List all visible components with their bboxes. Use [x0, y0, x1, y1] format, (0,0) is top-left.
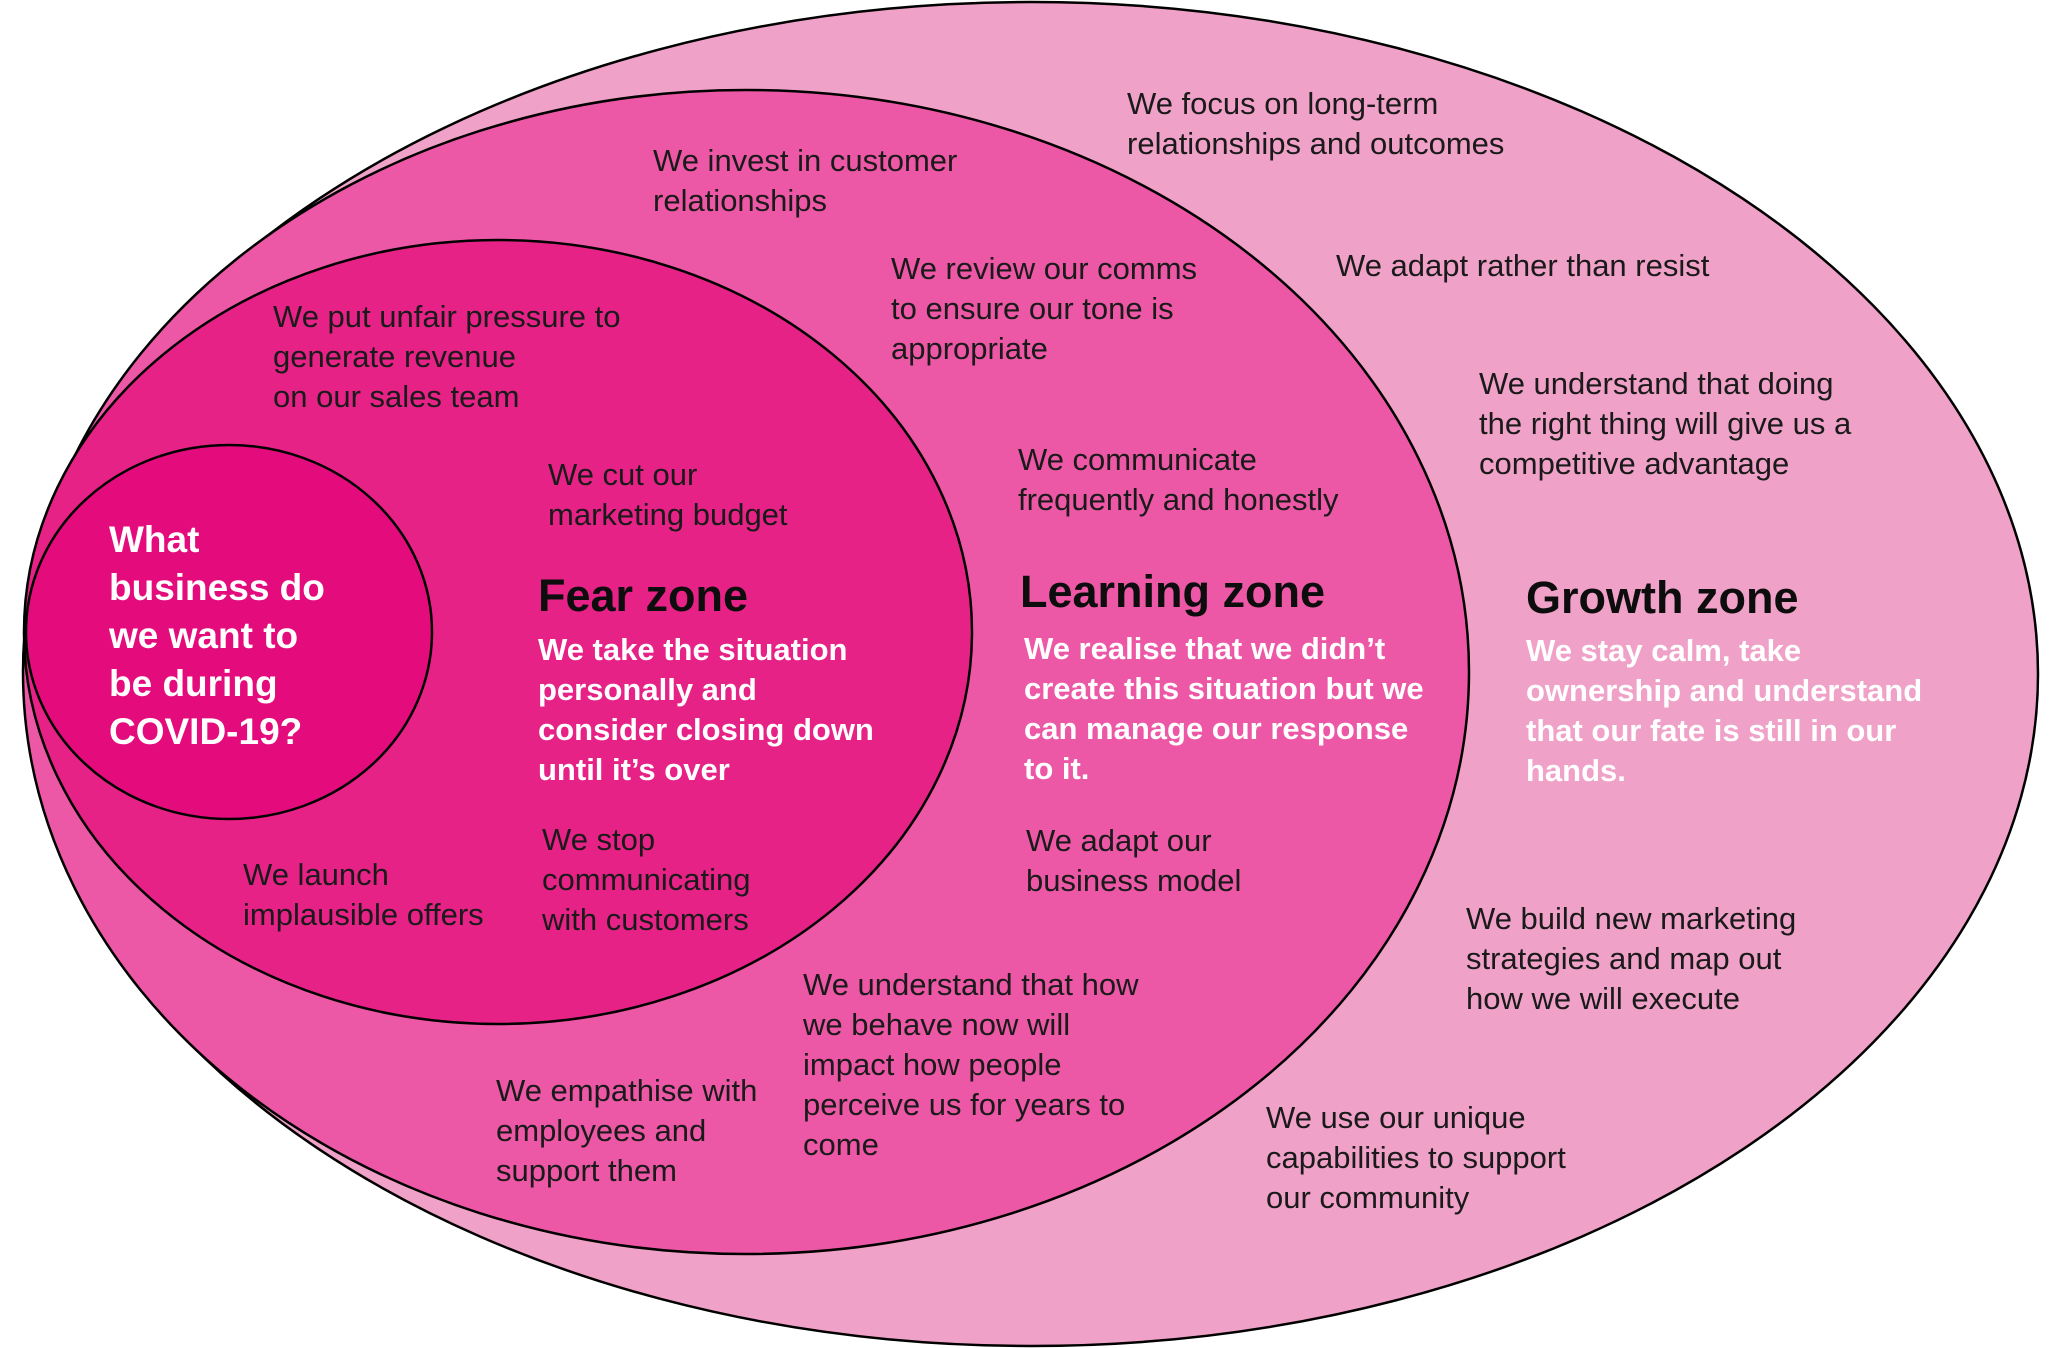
learning-item-adapt-business-model: We adapt our business model: [1026, 823, 1242, 898]
growth-zone-description: We stay calm, take ownership and underst…: [1526, 633, 1923, 788]
learning-item-communicate: We communicate frequently and honestly: [1018, 442, 1339, 517]
learning-zone-title: Learning zone: [1020, 566, 1326, 617]
growth-item-long-term: We focus on long-term relationships and …: [1127, 86, 1505, 161]
core-question: What business do we want to be during CO…: [109, 519, 325, 752]
growth-zone-title: Growth zone: [1526, 572, 1799, 623]
fear-zone-title: Fear zone: [538, 570, 749, 621]
fear-zone-description: We take the situation personally and con…: [538, 632, 874, 787]
fear-item-stop-communicating: We stop communicating with customers: [542, 822, 751, 937]
fear-item-implausible-offers: We launch implausible offers: [243, 857, 484, 932]
learning-item-review-comms: We review our comms to ensure our tone i…: [891, 251, 1198, 366]
learning-item-invest-relationships: We invest in customer relationships: [653, 143, 958, 218]
fear-item-cut-marketing: We cut our marketing budget: [548, 457, 788, 532]
growth-item-right-thing: We understand that doing the right thing…: [1479, 366, 1852, 481]
learning-item-empathise: We empathise with employees and support …: [496, 1073, 758, 1188]
fear-item-sales-pressure: We put unfair pressure to generate reven…: [273, 299, 621, 414]
learning-item-behave-now: We understand that how we behave now wil…: [803, 967, 1139, 1162]
growth-item-unique-capabilities: We use our unique capabilities to suppor…: [1266, 1100, 1566, 1215]
growth-item-new-strategies: We build new marketing strategies and ma…: [1466, 901, 1797, 1016]
core-question-ellipse: [24, 443, 434, 821]
fear-zone-ellipse: [22, 238, 974, 1026]
growth-item-adapt-not-resist: We adapt rather than resist: [1336, 248, 1710, 283]
learning-zone-description: We realise that we didn’t create this si…: [1024, 631, 1424, 786]
